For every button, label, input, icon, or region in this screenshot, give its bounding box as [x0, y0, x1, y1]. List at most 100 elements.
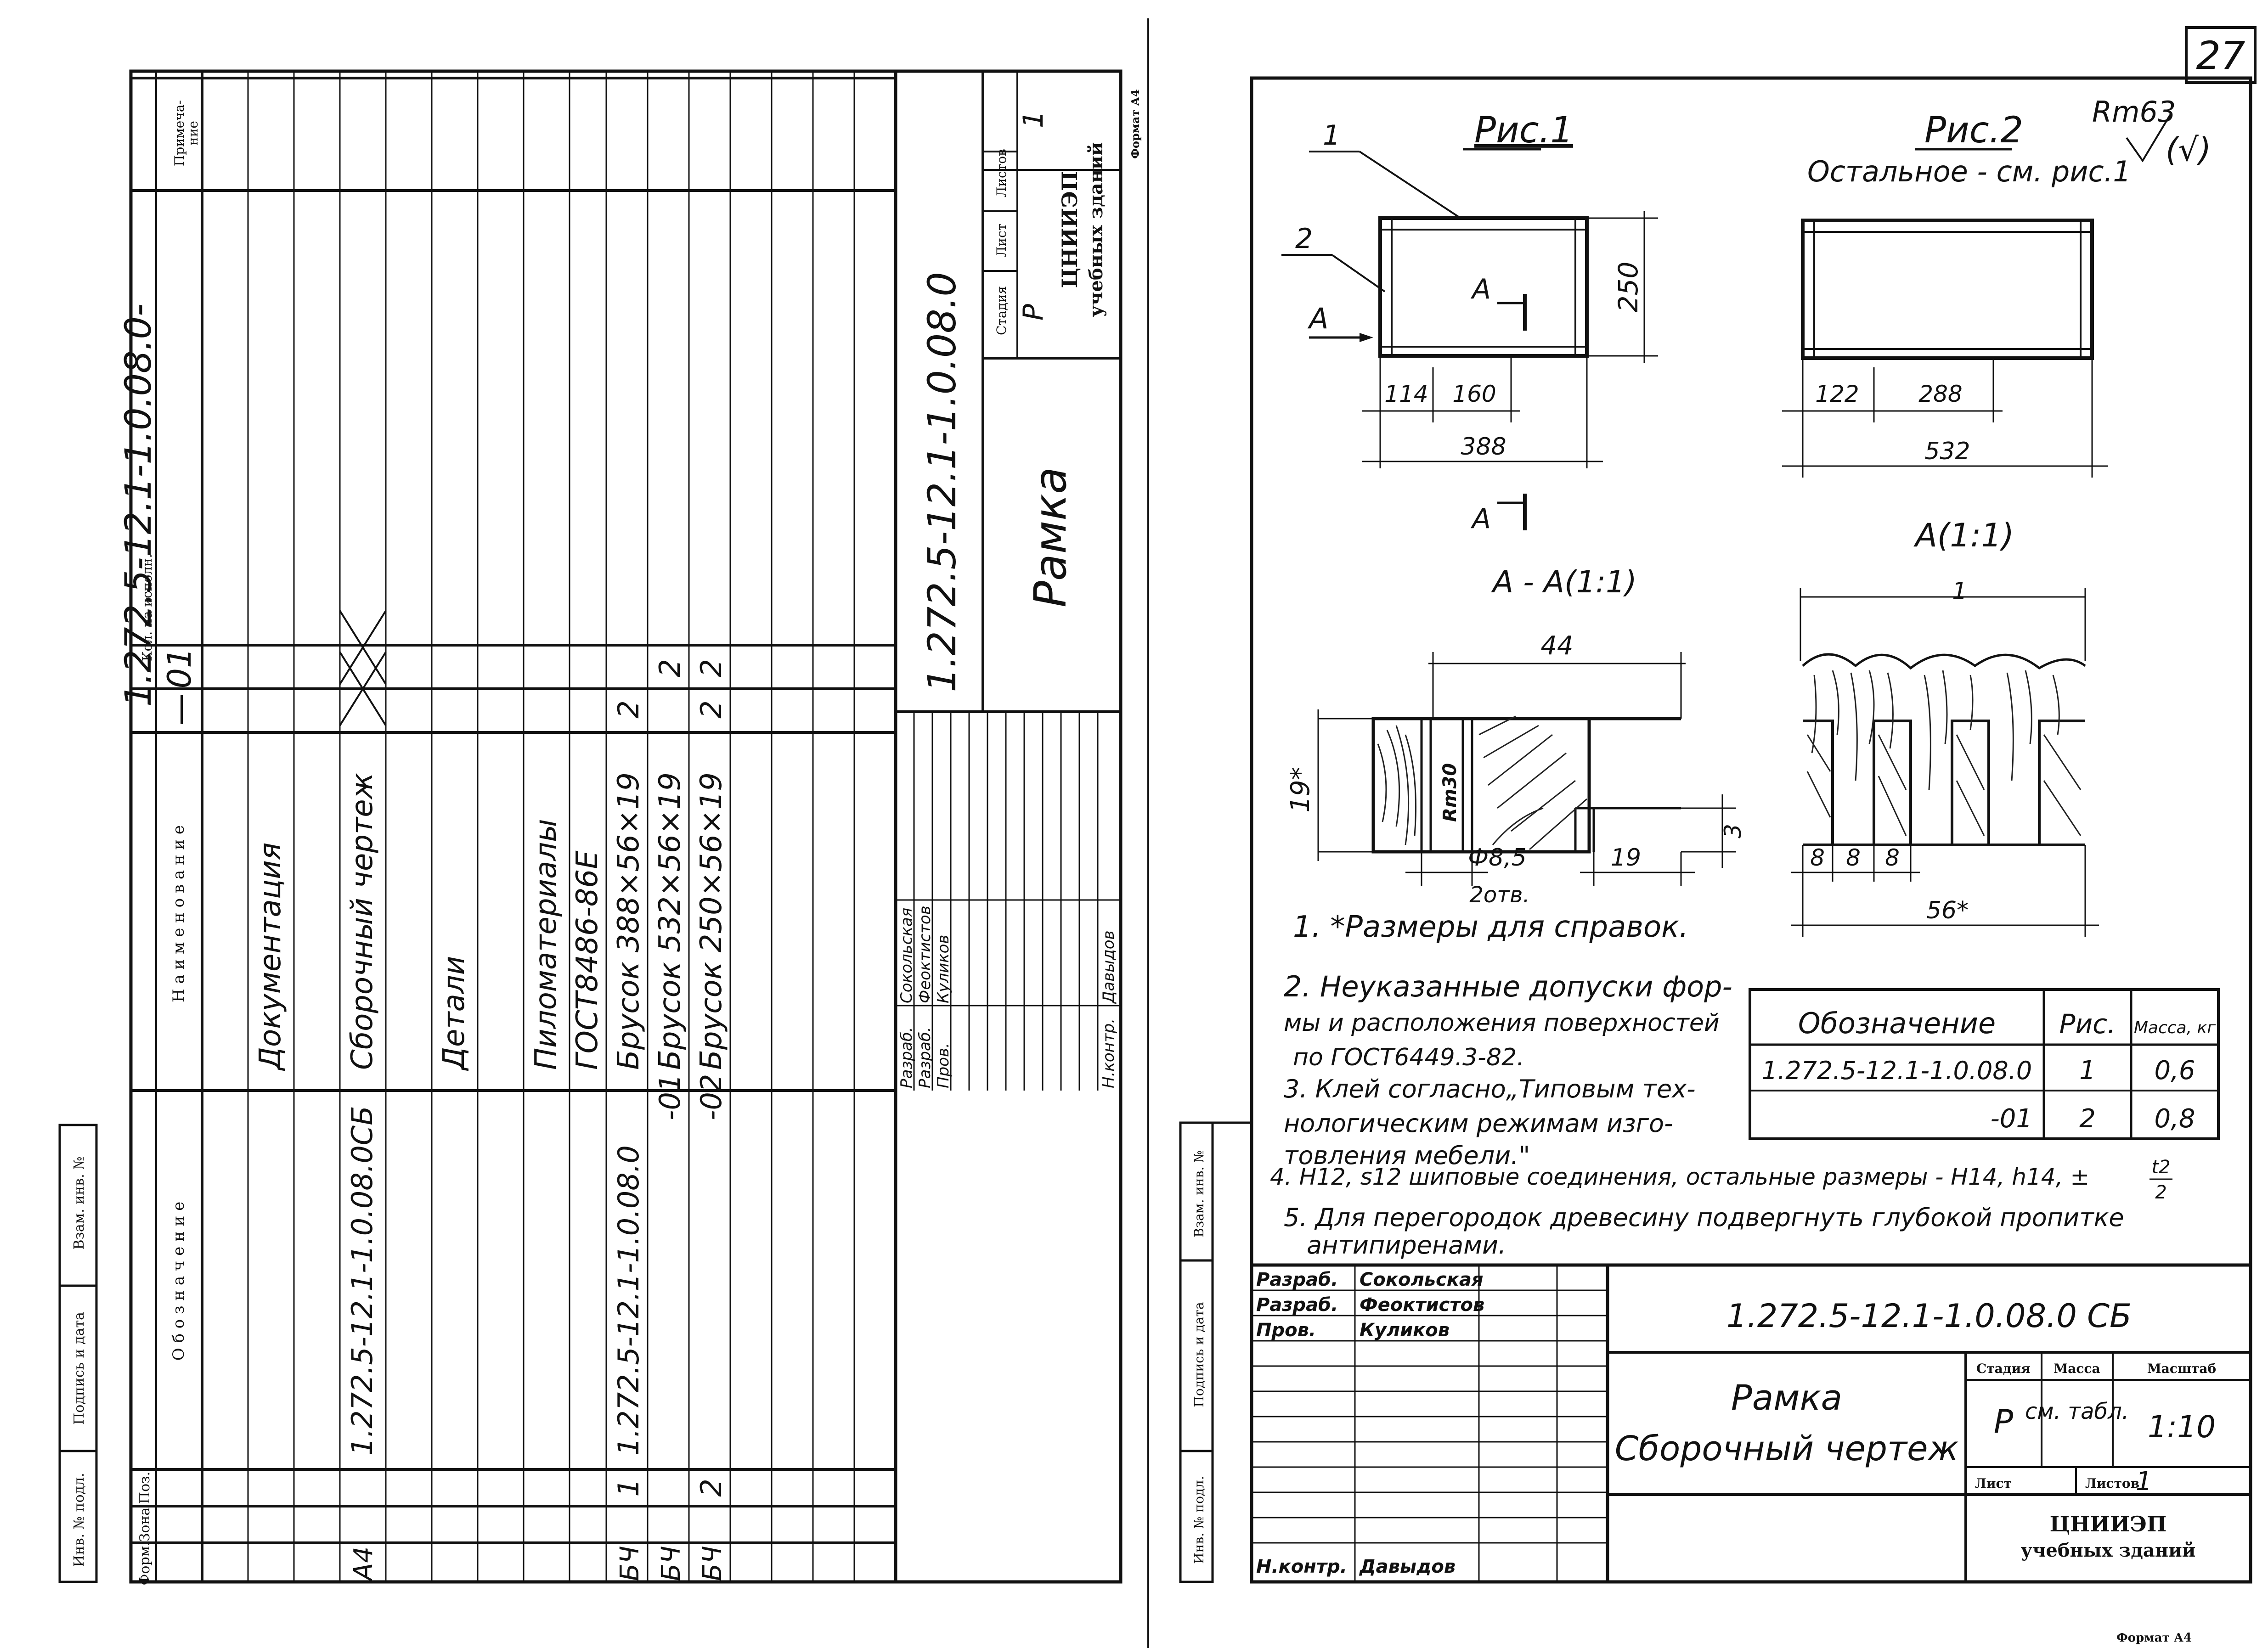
detail-grain-hatch	[1806, 670, 2082, 836]
spec-rows: ДокументацияА41.272.5-12.1-1.0.08.0СБСбо…	[254, 659, 728, 1582]
left-sheet-frame	[129, 69, 1123, 1584]
spec-row-name: Документация	[254, 843, 288, 1071]
spec-row-format: БЧ	[656, 1546, 686, 1581]
left-signature-person: Куликов	[934, 935, 953, 1003]
note-2a: 2. Неуказанные допуски фор-	[1284, 970, 1732, 1003]
left-signature-role: Разраб.	[916, 1027, 934, 1088]
left-signature-person: Давыдов	[1100, 930, 1118, 1004]
section-dim-width: 44	[1540, 631, 1573, 661]
mass-r1-fig: 1	[2079, 1056, 2096, 1086]
right-stamp-inv: Инв. № подл.	[1191, 1476, 1207, 1564]
right-signature-person: Феоктистов	[1360, 1294, 1484, 1316]
note-4: 4. Н12, s12 шиповые соединения, остальны…	[1270, 1164, 2089, 1190]
hdr-zone: Зона	[137, 1507, 153, 1542]
fig1-view-arrow: А	[1307, 302, 1328, 335]
spec-row-name: Брусок 532×56×19	[653, 772, 687, 1070]
detail-a: А(1:1) 1	[1791, 517, 2099, 937]
fig1-leader-1: 1	[1323, 119, 1340, 152]
right-signature-role: Разраб.	[1256, 1294, 1338, 1316]
hdr-format: Форм.	[137, 1541, 153, 1585]
mass-hdr-fig: Рис.	[2059, 1008, 2116, 1040]
roughness-suffix: (√)	[2166, 131, 2211, 169]
left-stamp-sign: Подпись и дата	[71, 1312, 87, 1425]
right-tb-designation: 1.272.5-12.1-1.0.08.0 СБ	[1726, 1297, 2132, 1335]
hdr-designation: О б о з н а ч е н и е	[169, 1202, 188, 1361]
note-3b: нологическим режимам изго-	[1284, 1109, 1673, 1138]
fig1: Рис.1 1 2 А А А	[1281, 110, 1658, 535]
right-stamp-replace: Взам. инв. №	[1191, 1150, 1207, 1237]
hdr-qty: Кол. на исполн.	[140, 554, 155, 661]
section-hole-count: 2отв.	[1469, 882, 1529, 908]
section-tenon-dim: 19	[1611, 844, 1641, 872]
left-signature-person: Феоктистов	[916, 906, 934, 1003]
detail-dim-t1: 8	[1810, 844, 1825, 871]
mass-table: Обозначение Рис. Масса, кг 1.272.5-12.1-…	[1749, 988, 2220, 1140]
spec-row-name: Сборочный чертеж	[345, 772, 379, 1070]
spec-row-designation: -01	[653, 1074, 687, 1120]
right-tb-sheet-label: Лист	[1975, 1476, 2012, 1491]
fig2: Рис.2 Остальное - см. рис.1 122 288 532	[1782, 110, 2131, 478]
variant-01: 01	[161, 647, 198, 688]
wood-grain-hatch	[1377, 715, 1587, 850]
spec-row-name: Брусок 250×56×19	[694, 772, 728, 1070]
left-tb-stage: Р	[1017, 304, 1049, 321]
mass-r2-fig: 2	[2079, 1104, 2096, 1134]
fig1-dim-a: 114	[1384, 381, 1428, 407]
detail-dim-width: 56*	[1926, 897, 1969, 924]
left-tb-org2: учебных зданий	[1085, 142, 1107, 317]
spec-row-name: Детали	[437, 956, 471, 1071]
right-tb-sheets: 1	[2136, 1467, 2152, 1496]
section-body	[1371, 717, 1591, 854]
spec-row-qty-01: 2	[653, 659, 687, 677]
mass-hdr-designation: Обозначение	[1798, 1007, 1996, 1040]
left-tb-sheets: 1	[1017, 111, 1049, 128]
spec-row-name: Брусок 388×56×19	[612, 772, 646, 1070]
mass-r2-mass: 0,8	[2154, 1104, 2195, 1134]
left-stamp-inv: Инв. № подл.	[71, 1473, 87, 1567]
note-2c: по ГОСТ6449.3-82.	[1293, 1044, 1524, 1071]
mass-r1-designation: 1.272.5-12.1-1.0.08.0	[1762, 1056, 2032, 1085]
spec-row-qty-01: 2	[694, 659, 728, 677]
hdr-note: Примеча-	[172, 100, 187, 166]
notes: 1. *Размеры для справок. 2. Неуказанные …	[1270, 910, 2172, 1260]
right-format-label: Формат А4	[2116, 1631, 2192, 1645]
right-tb-org2: учебных зданий	[2021, 1540, 2196, 1561]
right-tb-stage-label: Стадия	[1976, 1361, 2031, 1376]
detail-a-title: А(1:1)	[1913, 517, 2014, 554]
note-3a: 3. Клей согласно„Типовым тех-	[1284, 1074, 1696, 1103]
right-sheet-frame	[1250, 76, 2252, 1584]
mass-hdr-mass: Масса, кг	[2134, 1018, 2216, 1037]
spec-row-pos: 2	[694, 1479, 728, 1496]
detail-a-leader: 1	[1952, 578, 1967, 605]
section-hole-label: Rm30	[1439, 763, 1461, 822]
right-tb-name1: Рамка	[1731, 1377, 1842, 1418]
right-title-block: 1.272.5-12.1-1.0.08.0 СБ Рамка Сборочный…	[1252, 1263, 2251, 1582]
right-tb-sheets-label: Листов	[2085, 1476, 2139, 1491]
fig1-section-top: А	[1470, 273, 1491, 305]
left-signature-role: Пров.	[934, 1043, 953, 1088]
right-signature-person: Куликов	[1360, 1320, 1450, 1341]
left-tb-org1: ЦНИИЭП	[1057, 171, 1082, 288]
detail-dim-t2: 8	[1846, 844, 1861, 871]
fig1-leader-2: 2	[1295, 223, 1313, 255]
section-aa: А - А(1:1)	[1286, 564, 1746, 908]
left-sheet: Инв. № подл. Подпись и дата Взам. инв. №	[58, 69, 1142, 1586]
left-tb-sheet-label: Лист	[994, 224, 1009, 257]
left-tb-stage-label: Стадия	[994, 286, 1009, 335]
spec-row-qty-base: 2	[694, 700, 728, 718]
detail-dim-t3: 8	[1885, 844, 1900, 871]
spec-row-designation: 1.272.5-12.1-1.0.08.0	[612, 1145, 645, 1456]
section-step-dim: 3	[1720, 824, 1746, 838]
right-tb-mass: см. табл.	[2025, 1399, 2129, 1424]
variant-base: —	[161, 693, 198, 726]
spec-row-format: А4	[349, 1547, 378, 1582]
section-dim-height: 19*	[1286, 767, 1315, 812]
section-aa-title: А - А(1:1)	[1491, 564, 1637, 600]
spec-row-designation: -02	[694, 1074, 728, 1120]
right-stamp-sign: Подпись и дата	[1191, 1302, 1207, 1407]
note-4-den: 2	[2155, 1182, 2166, 1203]
note-1: 1. *Размеры для справок.	[1293, 910, 1688, 944]
fig1-dim-height: 250	[1613, 262, 1644, 313]
right-signature-role: Н.контр.	[1256, 1556, 1347, 1577]
roughness-symbol: Rm63 (√)	[2092, 95, 2211, 169]
